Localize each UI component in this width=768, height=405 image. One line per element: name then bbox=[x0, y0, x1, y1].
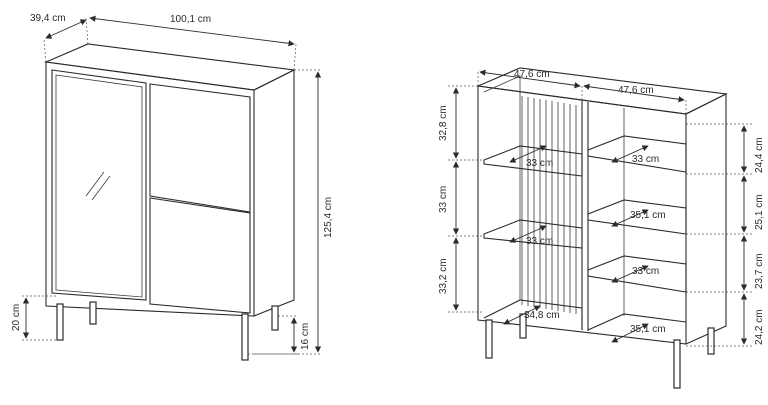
left-gap-2-label: 33 cm bbox=[438, 186, 449, 213]
right-shelf-1-depth-line bbox=[611, 145, 649, 163]
open-cabinet-side bbox=[685, 93, 727, 345]
cabinet-leg bbox=[89, 301, 97, 325]
right-shelf-3-depth-label: 33 cm bbox=[632, 266, 659, 277]
extension-line bbox=[43, 39, 47, 63]
left-gap-1-label: 32,8 cm bbox=[438, 105, 449, 141]
cabinet-leg bbox=[707, 327, 715, 355]
right-gap-3-label: 23,7 cm bbox=[754, 253, 765, 289]
depth-dimension-line bbox=[45, 19, 87, 39]
slatted-back-panel bbox=[521, 96, 577, 314]
inner-back-edge bbox=[483, 75, 521, 300]
open-cabinet-drawing: 47,6 cm 47,6 cm 32,8 cm 33 cm 33,2 cm 24… bbox=[438, 67, 765, 389]
cabinet-leg bbox=[485, 319, 493, 359]
leg-height-label: 16 cm bbox=[300, 323, 311, 350]
glass-door-inner-frame bbox=[55, 74, 143, 298]
leg-clearance-label: 20 cm bbox=[11, 304, 22, 331]
left-shelf-2-depth-line bbox=[509, 225, 547, 243]
right-shelf-3-depth-line bbox=[611, 265, 649, 283]
glass-reflection-mark bbox=[85, 171, 105, 197]
width-label: 100,1 cm bbox=[170, 14, 211, 25]
right-gap-2-label: 25,1 cm bbox=[754, 194, 765, 230]
cabinet-side-face bbox=[253, 69, 295, 317]
height-label: 125,4 cm bbox=[323, 197, 334, 238]
left-shelf-2-depth-label: 33 cm bbox=[526, 236, 553, 247]
cabinet-leg bbox=[56, 303, 64, 341]
depth-label: 39,4 cm bbox=[30, 13, 66, 24]
cabinet-leg bbox=[673, 339, 681, 389]
right-shelf-1 bbox=[587, 135, 687, 173]
right-gap-1-label: 24,4 cm bbox=[754, 137, 765, 173]
glass-reflection-mark bbox=[91, 175, 111, 201]
closed-cabinet-drawing: 39,4 cm 100,1 cm 125,4 cm 20 cm 16 cm bbox=[11, 13, 334, 361]
left-gap-3-label: 33,2 cm bbox=[438, 258, 449, 294]
upper-door-panel bbox=[149, 83, 251, 213]
right-shelf-3 bbox=[587, 255, 687, 293]
right-gap-4-label: 24,2 cm bbox=[754, 309, 765, 345]
right-shelf-1-depth-label: 33 cm bbox=[632, 154, 659, 165]
left-shelf-2 bbox=[483, 219, 583, 249]
right-shelf-2 bbox=[587, 199, 687, 235]
left-shelf-bottom-depth-label: 34,8 cm bbox=[524, 310, 560, 321]
glass-door bbox=[51, 69, 147, 301]
right-shelf-bottom-depth-label: 35,1 cm bbox=[630, 324, 666, 335]
right-compartment-width-line bbox=[583, 83, 685, 103]
lower-door-panel bbox=[149, 197, 251, 314]
cabinet-leg bbox=[241, 313, 249, 361]
extension-line bbox=[85, 17, 89, 45]
extension-line bbox=[293, 43, 297, 71]
right-shelf-bottom-depth-line bbox=[611, 323, 649, 343]
left-shelf-bottom-depth-line bbox=[503, 305, 541, 325]
left-compartment-width-line bbox=[479, 69, 581, 89]
left-shelf-1-depth-label: 33 cm bbox=[526, 158, 553, 169]
left-shelf-bottom bbox=[483, 299, 583, 330]
right-compartment-width-label: 47,6 cm bbox=[618, 85, 654, 96]
left-shelf-1-depth-line bbox=[509, 145, 547, 163]
cabinet-leg bbox=[271, 305, 279, 331]
left-compartment-width-label: 47,6 cm bbox=[514, 69, 550, 80]
width-dimension-line bbox=[89, 15, 295, 47]
right-shelf-2-depth-line bbox=[611, 209, 649, 227]
right-shelf-2-depth-label: 35,1 cm bbox=[630, 210, 666, 221]
